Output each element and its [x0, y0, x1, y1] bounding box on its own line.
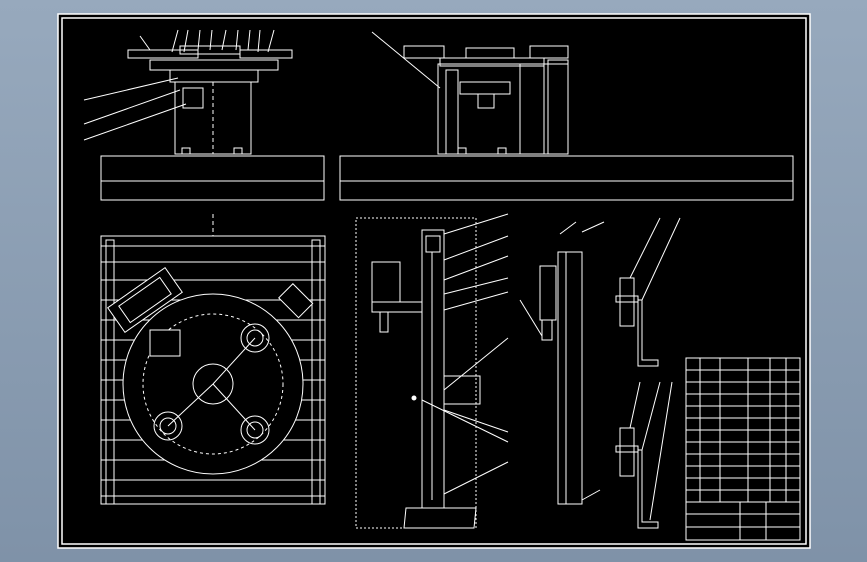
side-base	[339, 155, 794, 201]
inner-frame	[61, 17, 807, 545]
column-side-view	[519, 221, 605, 505]
bracket-detail-lower	[615, 381, 673, 529]
column-section-view	[355, 213, 509, 529]
side-view	[339, 31, 794, 201]
bracket-detail-upper	[615, 217, 681, 367]
front-base	[100, 155, 325, 201]
front-view	[83, 29, 325, 201]
parts-list-table	[685, 357, 801, 541]
top-view	[100, 214, 326, 505]
